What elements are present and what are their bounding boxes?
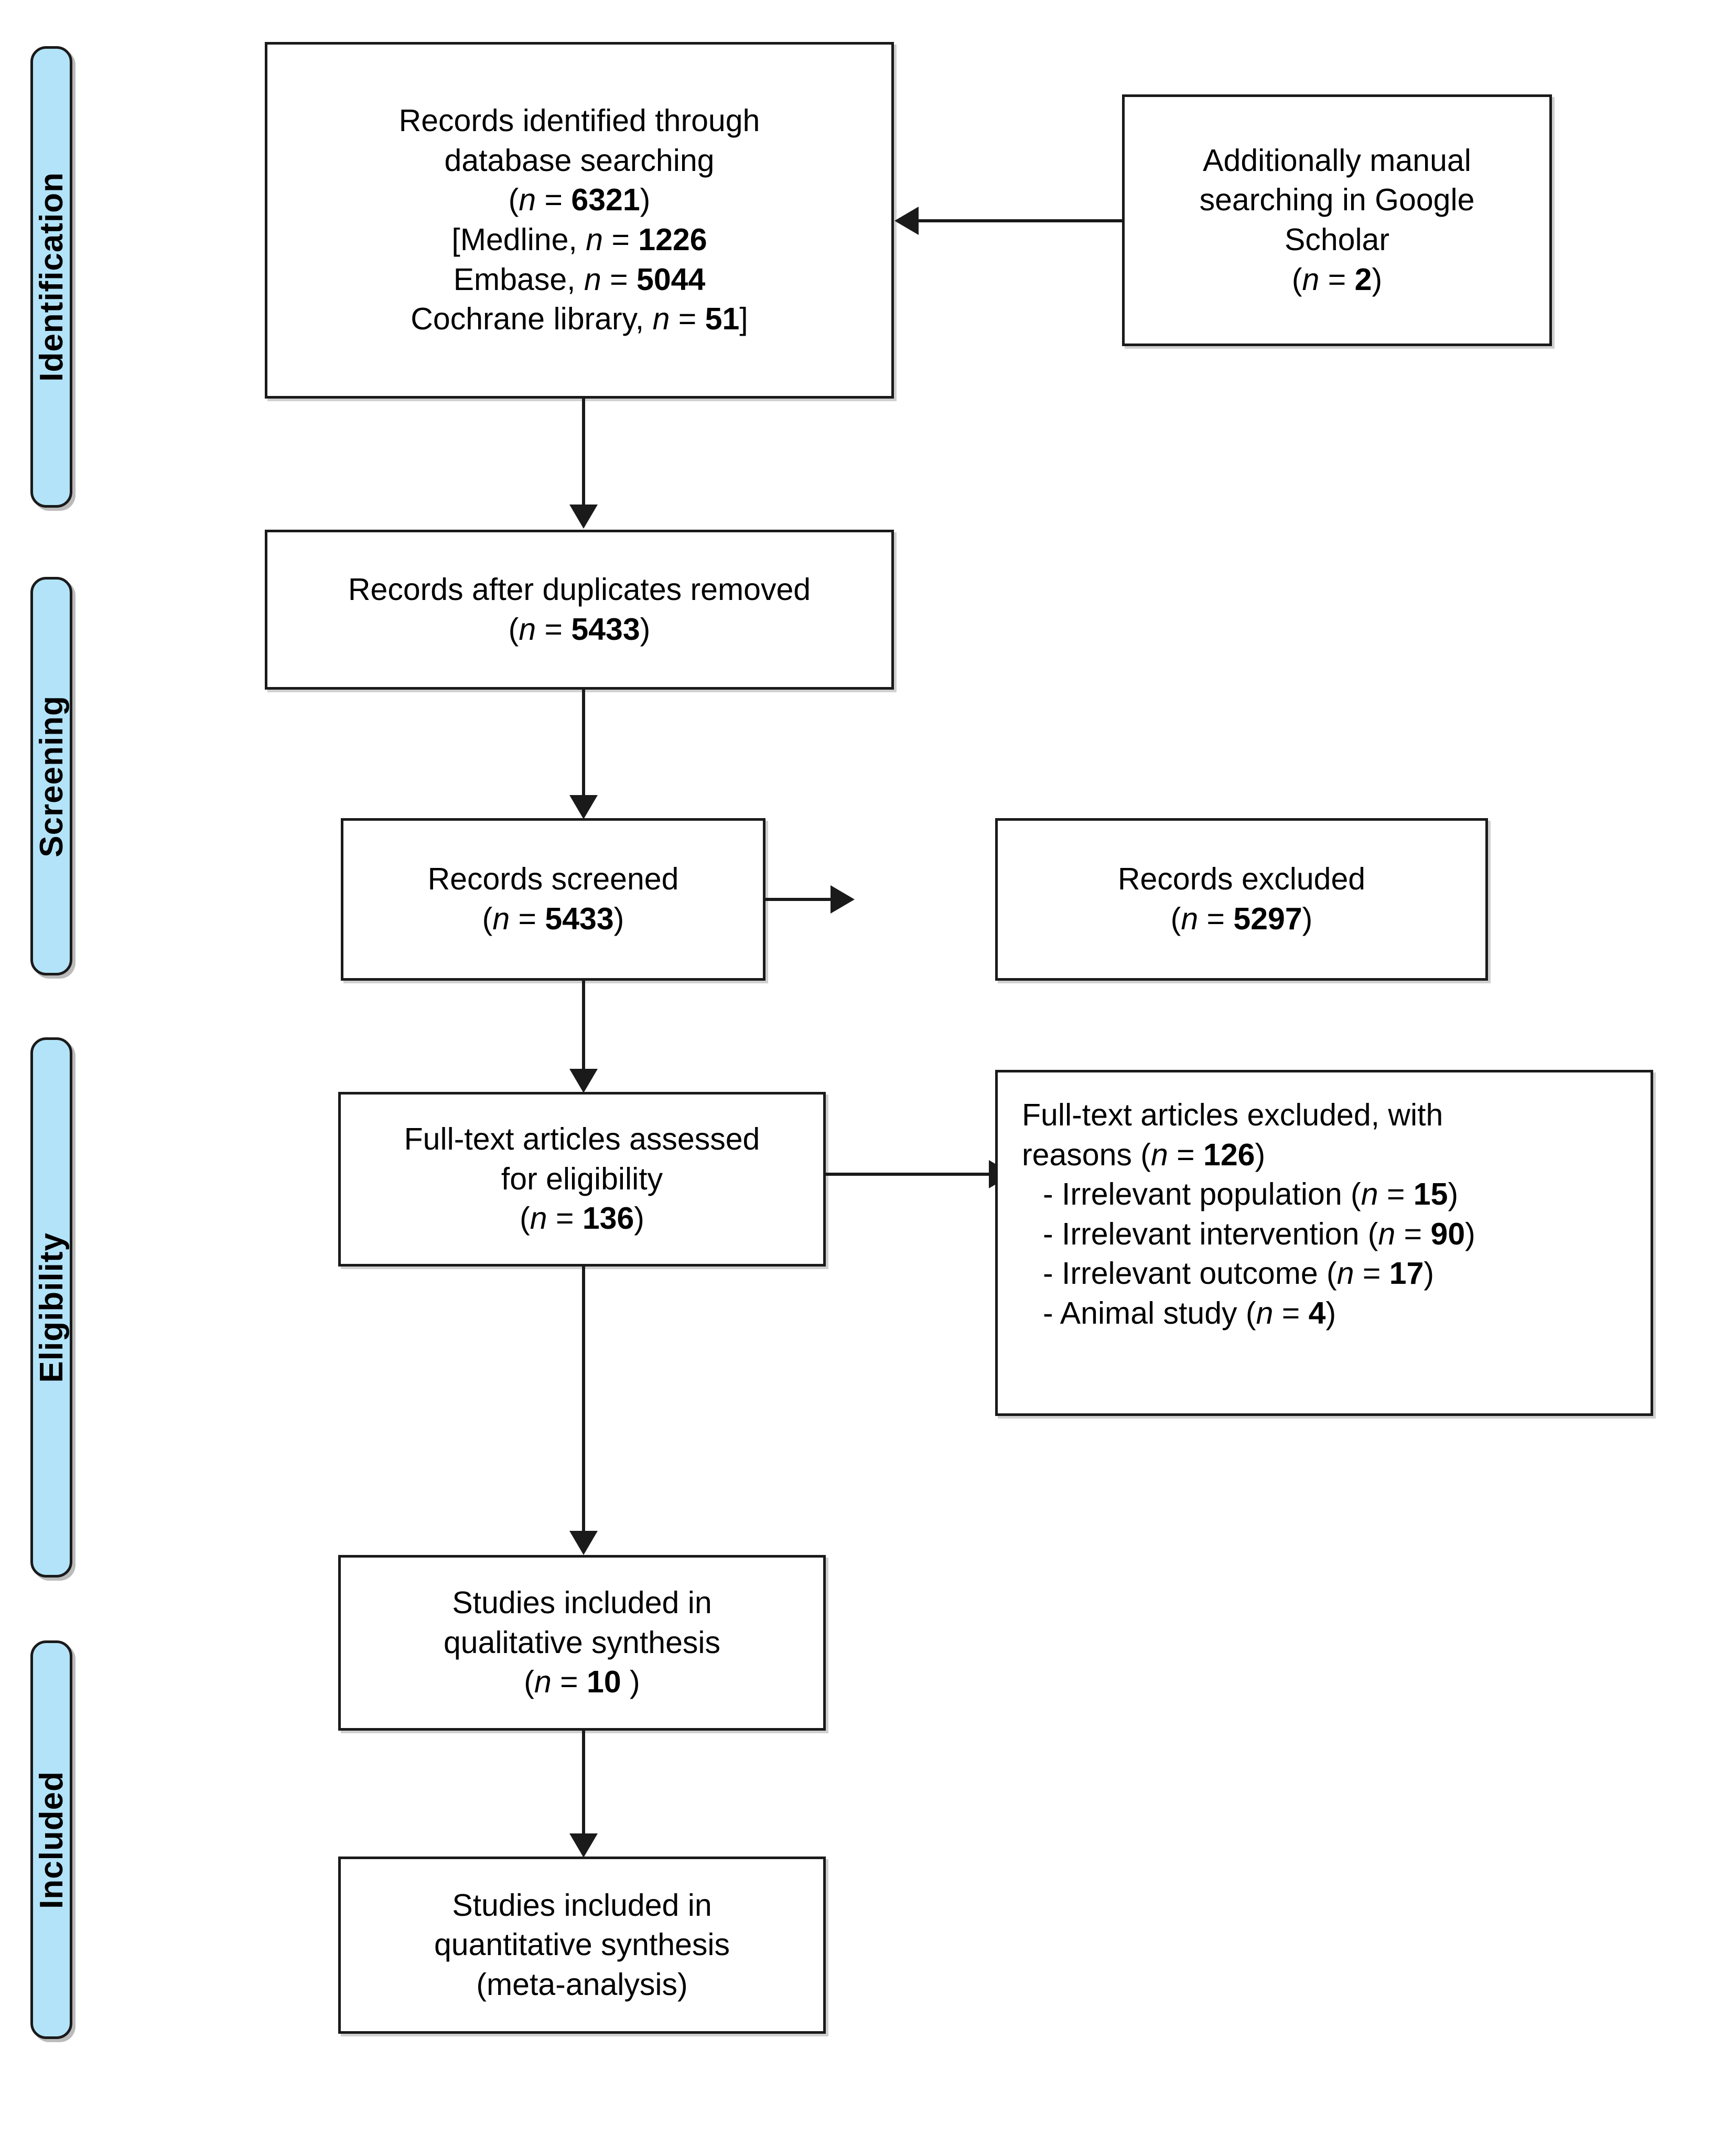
fulltext-excluded-reason-intervention: - Irrelevant intervention (n = 90) xyxy=(1043,1216,1475,1251)
fulltext-excluded-reason-population: - Irrelevant population (n = 15) xyxy=(1043,1177,1459,1212)
fulltext-assessed-line-2: for eligibility xyxy=(501,1161,663,1196)
arrowhead-fulltext-to-qualitative xyxy=(569,1531,598,1555)
connector-manual-to-identified xyxy=(918,219,1123,222)
box-fulltext-assessed: Full-text articles assessed for eligibil… xyxy=(338,1092,826,1267)
connector-identified-to-duplicates xyxy=(582,399,585,507)
connector-fulltext-to-excluded xyxy=(826,1173,991,1176)
fulltext-assessed-count: (n = 136) xyxy=(520,1201,644,1236)
manual-search-line-2: searching in Google xyxy=(1199,183,1475,218)
manual-search-count: (n = 2) xyxy=(1291,262,1383,297)
records-excluded-count: (n = 5297) xyxy=(1170,902,1313,936)
duplicates-removed-count: (n = 5433) xyxy=(508,611,651,647)
stage-label-included: Included xyxy=(33,1771,70,1909)
box-duplicates-removed: Records after duplicates removed (n = 54… xyxy=(265,530,894,690)
manual-search-line-1: Additionally manual xyxy=(1203,143,1471,178)
records-identified-line-2: database searching xyxy=(444,143,715,178)
connector-qualitative-to-quantitative xyxy=(582,1731,585,1836)
stage-pill-eligibility: Eligibility xyxy=(30,1037,72,1578)
box-fulltext-excluded: Full-text articles excluded, with reason… xyxy=(995,1070,1653,1416)
records-identified-source-embase: Embase, n = 5044 xyxy=(453,262,706,297)
fulltext-excluded-reason-outcome: - Irrelevant outcome (n = 17) xyxy=(1043,1256,1435,1291)
quantitative-synthesis-line-3: (meta-analysis) xyxy=(476,1967,688,2002)
records-identified-source-cochrane: Cochrane library, n = 51] xyxy=(411,302,748,337)
connector-duplicates-to-screened xyxy=(582,690,585,797)
fulltext-excluded-reason-animal: - Animal study (n = 4) xyxy=(1043,1295,1336,1330)
arrowhead-screened-to-excluded xyxy=(831,885,855,914)
box-manual-search: Additionally manual searching in Google … xyxy=(1122,94,1552,346)
duplicates-removed-line-1: Records after duplicates removed xyxy=(348,572,811,607)
records-identified-count: (n = 6321) xyxy=(508,183,651,218)
quantitative-synthesis-line-1: Studies included in xyxy=(452,1887,712,1923)
box-quantitative-synthesis: Studies included in quantitative synthes… xyxy=(338,1857,826,2034)
box-records-identified: Records identified through database sear… xyxy=(265,42,894,399)
arrowhead-qualitative-to-quantitative xyxy=(569,1833,598,1858)
fulltext-assessed-line-1: Full-text articles assessed xyxy=(404,1122,760,1157)
arrowhead-screened-to-fulltext xyxy=(569,1069,598,1093)
stage-pill-included: Included xyxy=(30,1640,72,2039)
box-records-screened: Records screened (n = 5433) xyxy=(341,818,765,981)
qualitative-synthesis-count: (n = 10 ) xyxy=(524,1665,640,1700)
stage-pill-screening: Screening xyxy=(30,577,72,975)
records-identified-source-medline: [Medline, n = 1226 xyxy=(451,222,707,257)
stage-pill-identification: Identification xyxy=(30,46,72,508)
stage-label-eligibility: Eligibility xyxy=(33,1232,70,1383)
box-records-excluded: Records excluded (n = 5297) xyxy=(995,818,1488,981)
arrowhead-duplicates-to-screened xyxy=(569,795,598,819)
qualitative-synthesis-line-2: qualitative synthesis xyxy=(443,1625,720,1660)
records-screened-line-1: Records screened xyxy=(427,862,679,897)
connector-screened-to-excluded xyxy=(765,898,833,901)
connector-fulltext-to-qualitative xyxy=(582,1267,585,1533)
stage-label-identification: Identification xyxy=(33,172,70,382)
records-excluded-line-1: Records excluded xyxy=(1117,862,1366,897)
records-identified-line-1: Records identified through xyxy=(398,103,760,138)
quantitative-synthesis-line-2: quantitative synthesis xyxy=(434,1927,730,1962)
box-qualitative-synthesis: Studies included in qualitative synthesi… xyxy=(338,1555,826,1731)
arrowhead-identified-to-duplicates xyxy=(569,505,598,529)
manual-search-line-3: Scholar xyxy=(1284,222,1390,257)
qualitative-synthesis-line-1: Studies included in xyxy=(452,1585,712,1621)
fulltext-excluded-heading-1: Full-text articles excluded, with xyxy=(1022,1098,1443,1132)
arrowhead-manual-to-identified xyxy=(894,207,919,235)
connector-screened-to-fulltext xyxy=(582,981,585,1071)
records-screened-count: (n = 5433) xyxy=(482,902,624,936)
stage-label-screening: Screening xyxy=(33,695,70,857)
fulltext-excluded-heading-2: reasons (n = 126) xyxy=(1022,1137,1266,1172)
